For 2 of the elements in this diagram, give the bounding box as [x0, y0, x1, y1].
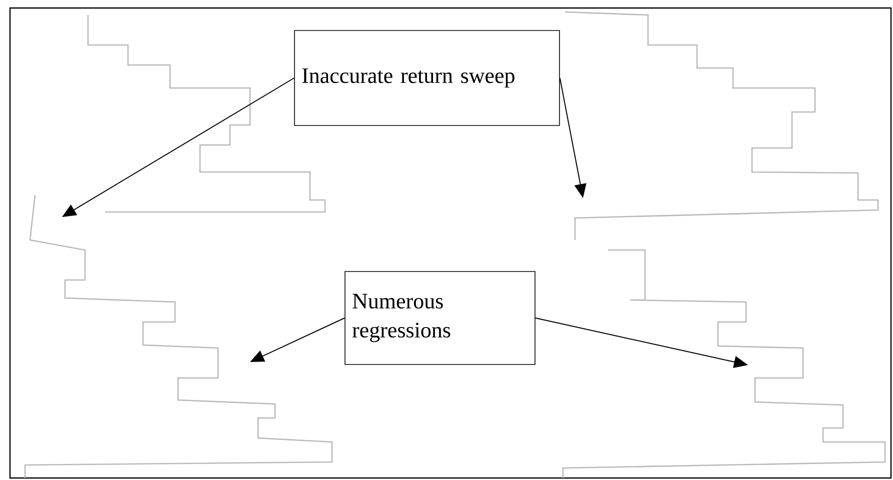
callout-box: Inaccurate return sweep: [294, 30, 560, 126]
callout-box: Numerous regressions: [344, 271, 536, 365]
